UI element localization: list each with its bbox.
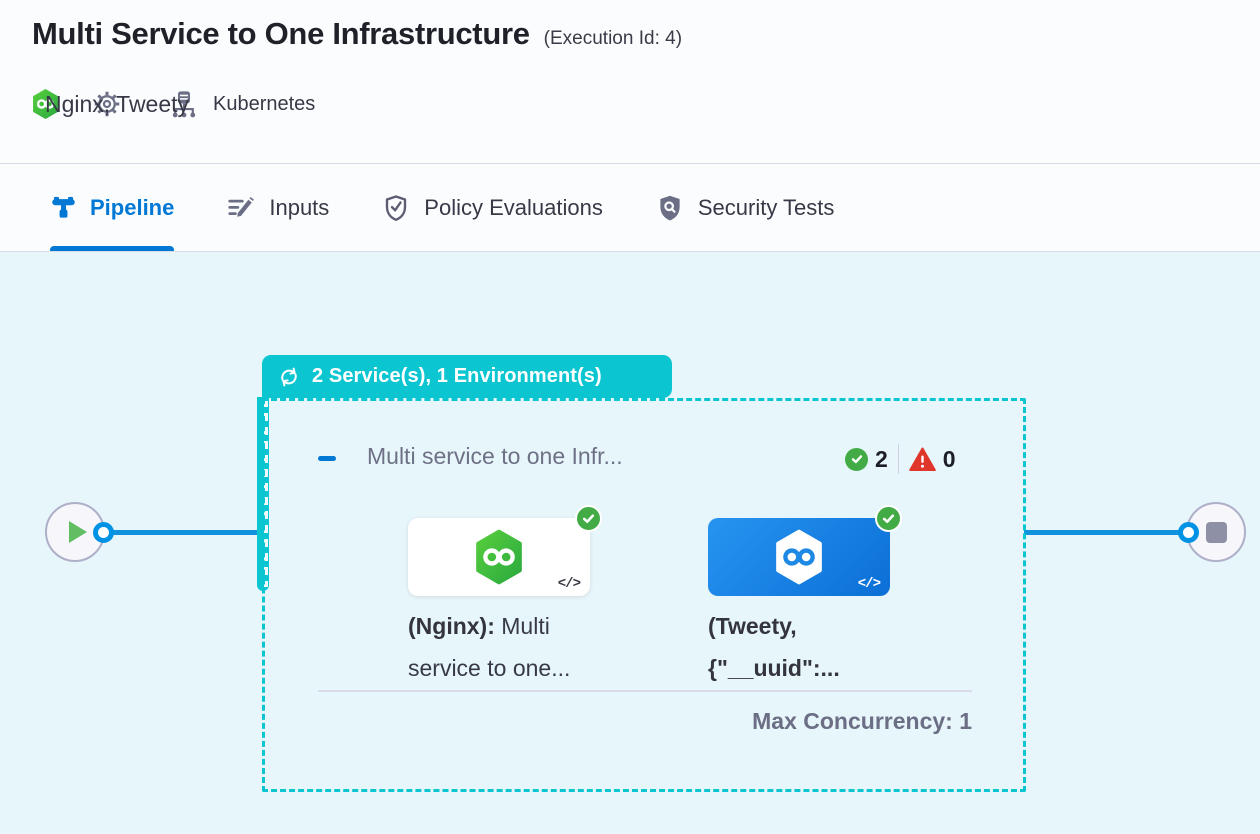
play-icon	[68, 521, 87, 543]
tab-policy-evaluations[interactable]: Policy Evaluations	[381, 164, 603, 251]
service-label-line2: {"__uuid":...	[708, 655, 840, 681]
tab-security-tests[interactable]: Security Tests	[655, 164, 835, 251]
service-card-nginx[interactable]: </>	[408, 505, 602, 596]
tab-pipeline[interactable]: Pipeline	[50, 164, 175, 251]
edge-line-right	[1024, 530, 1184, 535]
active-tab-underline	[50, 246, 175, 251]
collapse-icon[interactable]	[318, 456, 336, 461]
code-icon: </>	[557, 576, 581, 592]
service-label-tweety: (Tweety, {"__uuid":...	[708, 605, 998, 689]
tab-bar: Pipeline Inputs Policy Evaluations	[0, 164, 1260, 252]
stage-divider	[318, 690, 972, 692]
service-label-line1: (Tweety,	[708, 613, 797, 639]
harness-service-icon	[32, 89, 59, 119]
stage-status-row: 2 0	[845, 444, 956, 474]
tab-pipeline-label: Pipeline	[90, 194, 175, 220]
matrix-badge-label: 2 Service(s), 1 Environment(s)	[312, 365, 602, 387]
max-concurrency-label: Max Concurrency: 1	[752, 708, 972, 734]
stop-icon	[1205, 521, 1227, 543]
connector-dot-right	[1178, 522, 1199, 543]
services-label: Nginx, Tweety	[45, 91, 190, 117]
pipeline-icon	[50, 194, 77, 221]
page-title: Multi Service to One Infrastructure	[32, 16, 530, 51]
infrastructure-label: Kubernetes	[213, 92, 316, 115]
service-label-nginx: (Nginx): Multi service to one...	[408, 605, 698, 689]
warning-icon	[908, 447, 936, 472]
service-label-line2: service to one...	[408, 655, 571, 681]
tab-security-tests-label: Security Tests	[697, 194, 835, 220]
policy-evaluations-icon	[381, 193, 411, 223]
service-name-bold: (Nginx):	[408, 613, 495, 639]
pipeline-canvas[interactable]: 2 Service(s), 1 Environment(s) Multi ser…	[0, 253, 1260, 834]
stage-title: Multi service to one Infr...	[367, 443, 623, 469]
matrix-badge[interactable]: 2 Service(s), 1 Environment(s)	[262, 355, 672, 398]
failed-count: 0	[942, 445, 956, 472]
tab-inputs[interactable]: Inputs	[226, 164, 329, 251]
harness-service-icon	[775, 529, 823, 585]
edge-line-left	[107, 530, 262, 535]
stage-group-box[interactable]	[262, 398, 1026, 792]
loop-icon	[277, 365, 301, 389]
connector-dot-left	[93, 522, 114, 543]
code-icon: </>	[857, 576, 881, 592]
tab-inputs-label: Inputs	[269, 194, 330, 220]
tab-policy-evaluations-label: Policy Evaluations	[424, 194, 603, 220]
success-count: 2	[875, 445, 888, 472]
infrastructure-icon	[168, 88, 200, 120]
gear-icon	[92, 89, 122, 119]
meta-row: Nginx, Tweety Kubernetes	[32, 88, 315, 120]
inputs-icon	[226, 193, 256, 223]
success-check-icon	[575, 505, 602, 532]
page-header: Multi Service to One Infrastructure (Exe…	[0, 0, 1260, 164]
service-card-tweety[interactable]: </>	[708, 505, 902, 596]
service-label-rest: Multi	[494, 613, 550, 639]
harness-service-icon	[475, 529, 523, 585]
success-check-icon	[875, 505, 902, 532]
status-separator	[897, 444, 899, 474]
title-row: Multi Service to One Infrastructure (Exe…	[32, 16, 682, 52]
success-icon	[845, 447, 868, 471]
security-tests-icon	[655, 193, 685, 223]
execution-id: (Execution Id: 4)	[543, 28, 683, 49]
